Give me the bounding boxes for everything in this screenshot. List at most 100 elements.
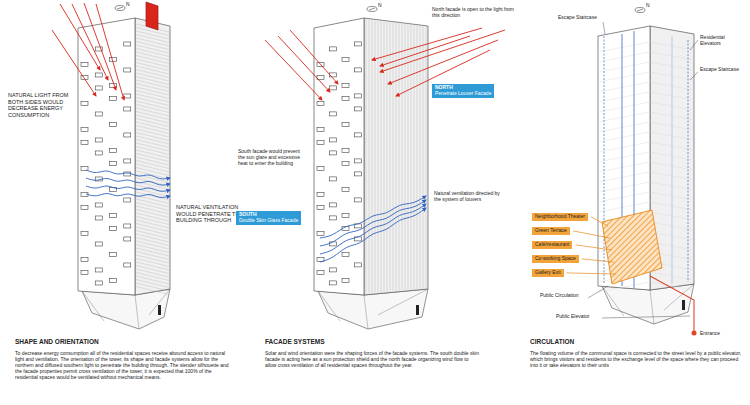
window <box>330 242 337 246</box>
window <box>81 257 88 261</box>
louver-line <box>136 287 169 295</box>
louver-line <box>411 25 412 290</box>
louver-line <box>136 35 169 43</box>
program-tag: Neighborhood Theater <box>532 213 588 221</box>
window <box>81 270 88 274</box>
window <box>110 252 117 256</box>
body-text: Solar and wind orientation were the shap… <box>265 350 480 368</box>
compass-letter: N <box>126 1 136 7</box>
window <box>110 213 117 217</box>
window <box>355 198 362 202</box>
compass-letter: N <box>378 2 388 8</box>
louver-line <box>136 245 169 253</box>
leader-line <box>603 22 605 34</box>
base-door <box>416 305 419 315</box>
window <box>81 205 88 209</box>
louver-line <box>384 22 385 293</box>
window <box>95 242 102 246</box>
window <box>355 263 362 267</box>
window <box>342 187 349 191</box>
sunlight-arrow <box>265 40 322 100</box>
louver-line <box>136 199 169 207</box>
window <box>317 205 324 209</box>
window <box>330 151 337 155</box>
part-label: Public Circulation <box>540 292 588 298</box>
window <box>95 112 102 116</box>
window <box>110 226 117 230</box>
window <box>355 42 362 46</box>
louver-line <box>136 150 169 158</box>
section-heading: CIRCULATION <box>530 338 742 346</box>
callout-note: NATURAL LIGHT FROM BOTH SIDES WOULD DECR… <box>8 92 76 118</box>
louver-line <box>136 45 169 53</box>
window <box>81 127 88 131</box>
base-door <box>158 305 161 315</box>
base-edge <box>318 291 340 321</box>
window <box>124 224 131 228</box>
louver-line <box>136 28 169 36</box>
callout-note: North facade is open to the light from t… <box>432 6 522 18</box>
louver-line <box>136 168 169 176</box>
floor-line <box>598 202 650 212</box>
facade-tag: NORTHPenetrate Louver Facade <box>432 84 494 98</box>
louver-line <box>136 266 169 274</box>
north-arrow <box>635 8 645 13</box>
louver-line <box>136 210 169 218</box>
window <box>342 57 349 61</box>
facade-tag: SOUTHDouble Skin Glass Facade <box>236 211 301 225</box>
base-edge <box>82 291 104 321</box>
window <box>317 192 324 196</box>
part-label: Escape Staircase <box>700 66 746 72</box>
sunlight-arrow <box>278 36 330 92</box>
window <box>355 133 362 137</box>
window <box>124 159 131 163</box>
tag-text: Double Skin Glass Facade <box>239 218 298 224</box>
escape-stair-line <box>688 40 689 282</box>
window <box>330 112 337 116</box>
illustration-group <box>52 2 698 336</box>
compass-ring <box>115 6 125 11</box>
louver-line <box>136 63 169 71</box>
window <box>95 203 102 207</box>
louver-line <box>136 73 169 81</box>
base-edge <box>364 295 368 329</box>
floor-line <box>598 182 650 192</box>
leader-line <box>588 286 608 298</box>
callout-note: Natural ventilation directed by the syst… <box>434 190 506 202</box>
window <box>110 161 117 165</box>
louver-line <box>366 19 367 294</box>
window <box>330 216 337 220</box>
sunlight-arrow <box>380 30 505 72</box>
wind-arrow <box>320 200 426 246</box>
window <box>342 252 349 256</box>
louver-line <box>372 20 373 293</box>
louver-line <box>136 262 169 270</box>
louver-line <box>136 171 169 179</box>
window <box>317 140 324 144</box>
louver-line <box>136 77 169 85</box>
window <box>317 270 324 274</box>
window <box>342 83 349 87</box>
louver-line <box>136 269 169 277</box>
window <box>110 83 117 87</box>
floor-line <box>598 112 650 122</box>
sunlight-arrow <box>388 40 498 84</box>
part-label: Escape Staircase <box>558 14 602 20</box>
louver-line <box>375 20 376 293</box>
entrance-dot <box>692 331 697 336</box>
compass-ring <box>367 7 377 12</box>
louver-line <box>136 126 169 134</box>
louver-line <box>136 133 169 141</box>
window <box>330 268 337 272</box>
elevator-line <box>672 36 673 284</box>
communal-volume <box>602 210 662 284</box>
section-heading: FACADE SYSTEMS <box>265 338 480 346</box>
louver-line <box>136 59 169 67</box>
louver-line <box>136 213 169 221</box>
program-tag: Café/restaurant <box>532 241 572 249</box>
window <box>124 42 131 46</box>
louver-line <box>136 220 169 228</box>
window <box>330 281 337 285</box>
louver-line <box>136 238 169 246</box>
